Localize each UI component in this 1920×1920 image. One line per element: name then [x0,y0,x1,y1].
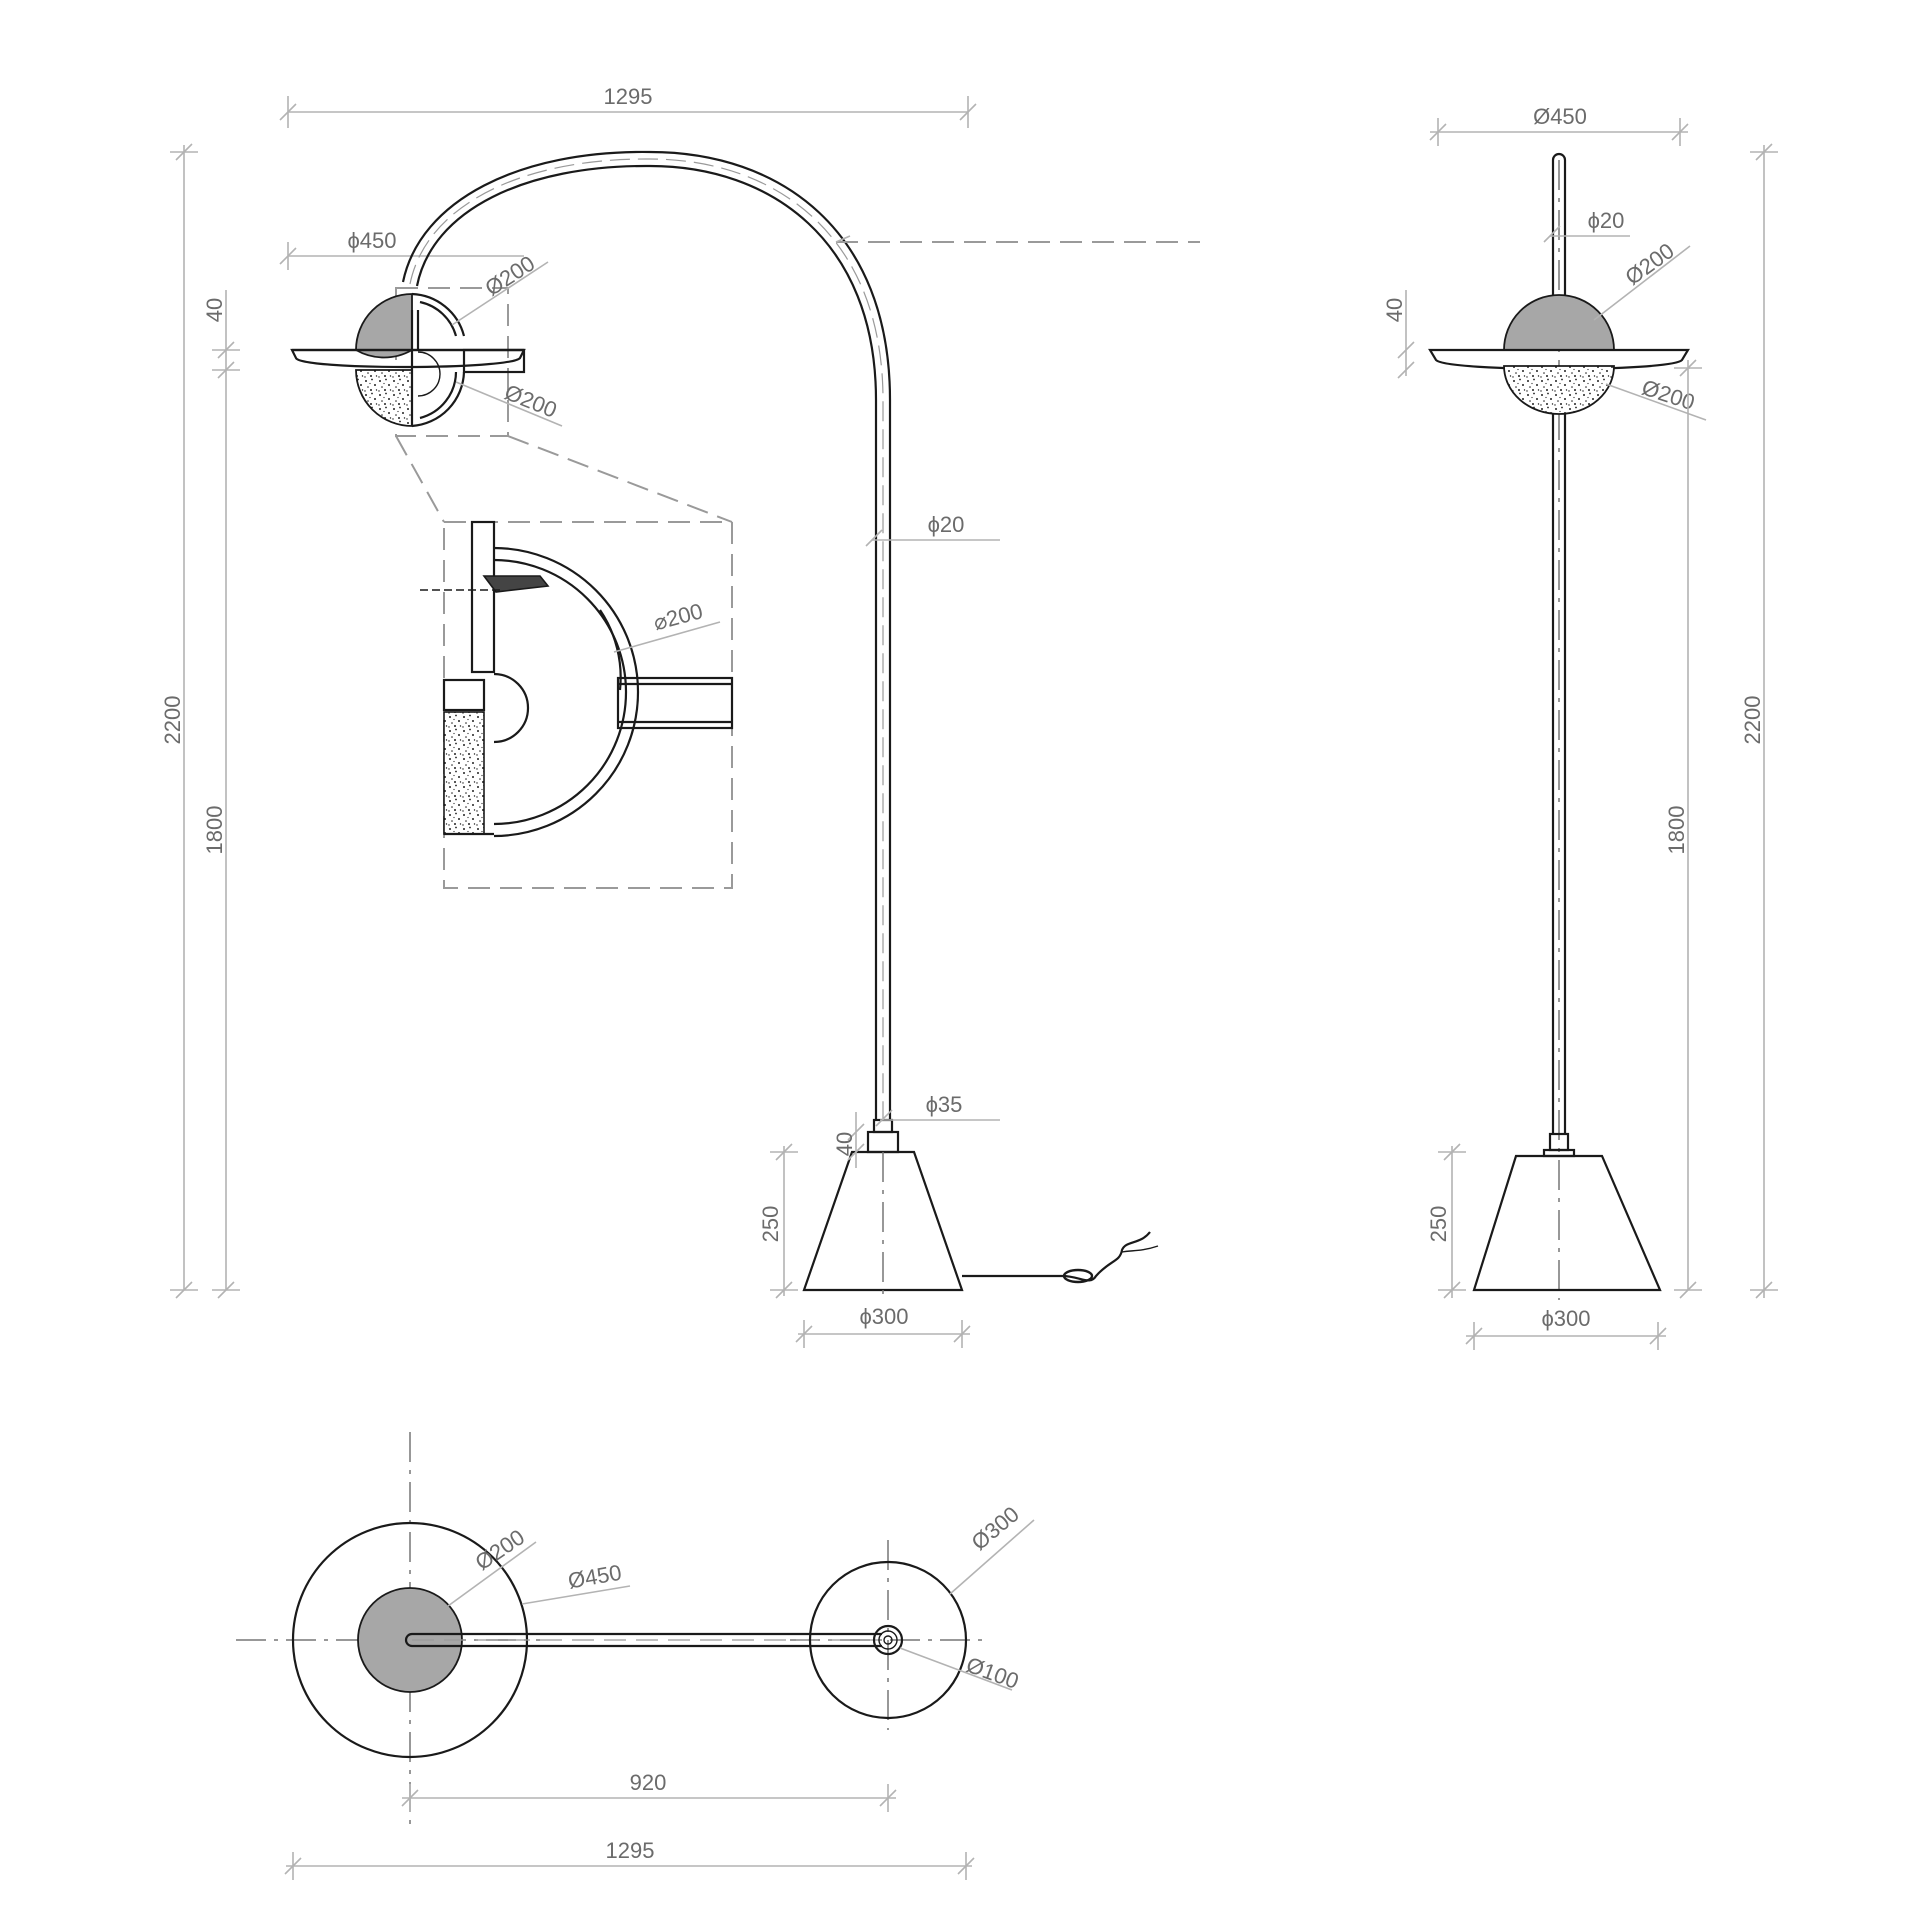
front-lamp-head: Ø200 Ø200 [1428,238,1707,421]
front-view: Ø450 Ø200 Ø200 ϕ20 [1382,104,1778,1350]
plan-base-d300-label: Ø300 [967,1501,1024,1555]
side-height-dimensions: 2200 1800 40 [160,143,240,1299]
side-detail-d200-label: ⌀200 [651,598,706,635]
plan-span-1295-label: 1295 [606,1838,655,1863]
side-base-250-label: 250 [758,1206,783,1243]
plan-hub-d100-label: Ø100 [963,1652,1022,1694]
front-height-dimensions: 40 1800 2200 [1382,143,1778,1299]
side-shade-width-dimension: ϕ450 [279,228,524,270]
side-lamp-head: Ø200 Ø200 [290,251,563,437]
front-base-250-label: 250 [1426,1206,1451,1243]
side-shade-d450-label: ϕ450 [347,228,396,253]
front-height-1800-label: 1800 [1664,806,1689,855]
side-sphere-bottom-d200-label: Ø200 [501,379,560,422]
side-gap-40-label: 40 [202,298,227,322]
front-shade-d450-label: Ø450 [1533,104,1587,129]
arc-arm [401,150,1200,1120]
side-detail-enlargement: ⌀200 [395,435,734,889]
side-height-2200-label: 2200 [160,696,185,745]
side-collar-40-label: 40 [832,1132,857,1156]
side-width-label: 1295 [604,84,653,109]
side-tube-annotation: ϕ20 [865,512,1000,547]
front-shade-width-dimension: Ø450 [1429,104,1689,146]
front-tube [1551,152,1567,1300]
side-tube-d20-label: ϕ20 [928,512,965,537]
front-tube-annotation: ϕ20 [1543,208,1630,243]
plan-view: Ø200 Ø450 Ø300 Ø100 920 1295 [236,1432,1035,1880]
side-base: ϕ35 40 250 ϕ300 [758,1092,1159,1348]
side-collar-d35-label: ϕ35 [926,1092,963,1117]
front-sphere-bottom-d200-label: Ø200 [1639,375,1698,415]
front-height-2200-label: 2200 [1740,696,1765,745]
side-height-1800-label: 1800 [202,806,227,855]
plan-span-920-label: 920 [630,1770,667,1795]
side-width-dimension: 1295 [279,84,977,128]
side-sphere-top-d200-label: Ø200 [481,251,540,301]
front-base: 250 ϕ300 [1426,1132,1667,1350]
side-view: 1295 2200 1800 40 ϕ450 [160,84,1200,1348]
plan-base-circle [808,1560,968,1720]
front-tube-d20-label: ϕ20 [1588,208,1625,233]
front-gap-40-label: 40 [1382,298,1407,322]
front-sphere-top-d200-label: Ø200 [1620,238,1678,290]
front-base-d300-label: ϕ300 [1541,1306,1590,1331]
side-base-d300-label: ϕ300 [859,1304,908,1329]
